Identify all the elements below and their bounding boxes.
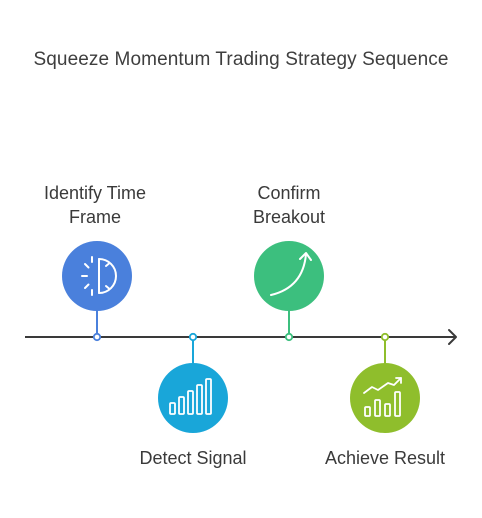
step-label-line: Detect Signal: [139, 448, 247, 468]
axis-dot-detect: [188, 332, 198, 342]
step-label-line: Identify Time: [43, 183, 147, 203]
stopwatch-icon: [81, 256, 117, 296]
curved-arrow-up-icon: [270, 252, 312, 296]
step-label-line: Breakout: [252, 207, 326, 227]
signal-bars-icon: [169, 378, 212, 415]
axis-dot-identify: [92, 332, 102, 342]
diagram-title: Squeeze Momentum Trading Strategy Sequen…: [33, 49, 449, 70]
step-node-confirm-breakout: [254, 241, 324, 311]
growth-chart-icon: [363, 377, 402, 417]
step-label-line: Confirm: [257, 183, 321, 203]
step-node-detect-signal: [158, 363, 228, 433]
step-label-line: Achieve Result: [324, 448, 446, 468]
axis-dot-confirm: [284, 332, 294, 342]
step-label-line: Frame: [68, 207, 121, 227]
timeline-arrowhead: [448, 329, 457, 345]
step-node-identify-time-frame: [62, 241, 132, 311]
step-node-achieve-result: [350, 363, 420, 433]
step-label-detect-signal: Detect Signal: [113, 446, 273, 470]
step-label-identify-time-frame: Identify Time Frame: [15, 181, 175, 229]
step-label-achieve-result: Achieve Result: [305, 446, 465, 470]
step-label-confirm-breakout: Confirm Breakout: [209, 181, 369, 229]
axis-dot-achieve: [380, 332, 390, 342]
